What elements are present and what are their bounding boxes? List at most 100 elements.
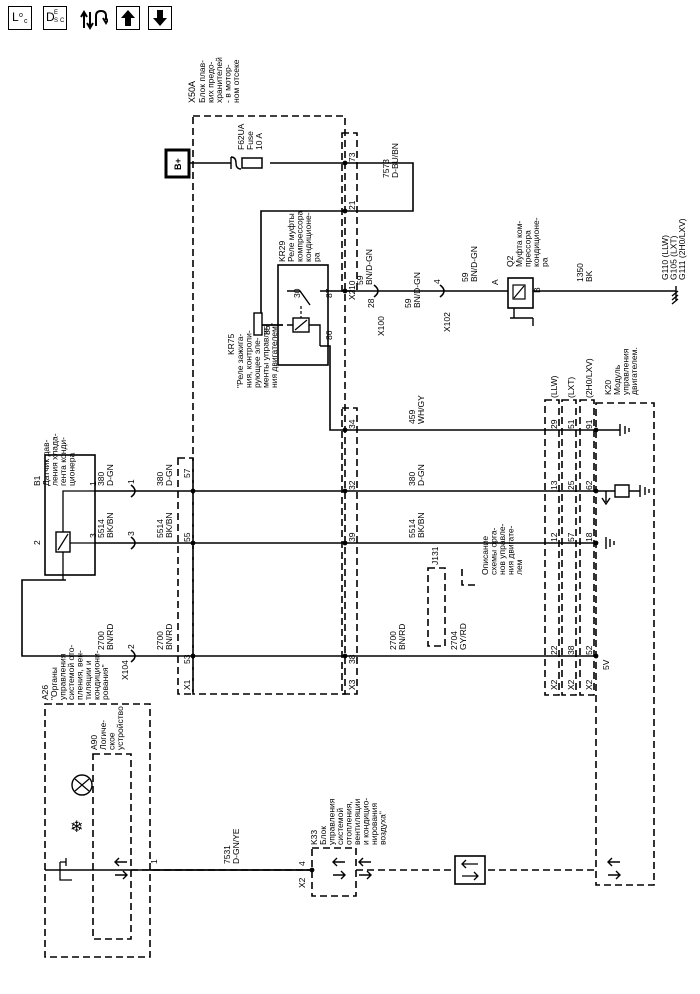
kr29-pin-87: 87 [324, 288, 334, 298]
k20-pin-13: 13 [549, 480, 559, 490]
kr29-pin-30: 30 [292, 288, 302, 298]
q2-pin-a: A [490, 279, 500, 285]
label-line: ра [540, 257, 550, 267]
wire-2700a-circuit: 2700 [96, 631, 106, 650]
location-button[interactable]: L o c [8, 6, 32, 30]
up-button[interactable] [116, 6, 140, 30]
label-line: ких предо- [206, 61, 216, 103]
label-line: тиляции и [83, 660, 93, 700]
wire-380b-color: D-GN [164, 464, 174, 486]
b1-sensor-box [44, 454, 96, 576]
signal-flow-button[interactable] [80, 6, 110, 30]
desc-letter: D [46, 10, 55, 24]
k20-pin-38: 38 [566, 645, 576, 655]
a26-snowflake-icon: ❄ [70, 819, 83, 836]
j131-box [427, 567, 446, 647]
q2-pin-b: B [532, 287, 542, 293]
desc-sub-e: E [54, 10, 59, 16]
b1-id: B1 [32, 475, 42, 486]
kr75-desc: "Реле зажига-ния, контроли-рующее эле-ме… [235, 323, 279, 388]
fuse-rating: 10 A [254, 133, 264, 150]
label-line: ном отсеке [231, 59, 241, 103]
kr29-id: KR29 [277, 240, 287, 262]
battery-label: B+ [173, 158, 183, 170]
wire-380a-circuit: 380 [96, 472, 106, 486]
k20-pin-91: 91 [584, 419, 594, 429]
wire-59c-color: BN/D-GN [469, 246, 479, 282]
wire-380c-color: D-GN [416, 464, 426, 486]
label-line: и кондицио- [361, 798, 371, 845]
label-line: управления [58, 653, 68, 700]
pin-10: 10 [347, 280, 357, 290]
label-line: управления [327, 798, 337, 845]
kr29-desc: Реле муфтыкомпрессоракондиционе-ра [286, 211, 322, 262]
ground-g110-icon [671, 286, 679, 305]
label-line: Датчик дав- [41, 439, 51, 486]
x50a-id: X50A [187, 81, 197, 103]
label-line: кондиционе- [303, 212, 313, 262]
label-line: Блок плав- [197, 60, 207, 103]
serial-data-icon [461, 859, 479, 881]
k20-pin-18: 18 [584, 532, 594, 542]
label-line: управления [621, 348, 631, 395]
relay-kr29-box [277, 264, 329, 366]
wire-5514b-color: BK/BN [164, 512, 174, 538]
label-line: ское [107, 732, 117, 750]
label-line: Описание [480, 536, 490, 575]
wire-459-color: WH/GY [416, 395, 426, 424]
x1-pin-57: 57 [182, 468, 192, 478]
x102-label: X102 [442, 312, 452, 332]
wire-1350-color: BK [584, 270, 594, 282]
wire-5514c-color: BK/BN [416, 512, 426, 538]
description-button[interactable]: D E S C [43, 6, 67, 30]
battery-bplus-box [164, 148, 191, 179]
x102-connector [439, 284, 445, 298]
wire-5514a-color: BK/BN [105, 512, 115, 538]
wire-5514a-circuit: 5514 [96, 519, 106, 538]
wire-7531-color: D-GN/YE [231, 828, 241, 864]
k33-signal-icon [332, 857, 346, 880]
wire-2700c-circuit: 2700 [388, 631, 398, 650]
pin-32: 32 [347, 480, 357, 490]
label-line: кондициони- [92, 650, 102, 700]
label-line: кондиционе- [531, 217, 541, 267]
relay-contact [287, 290, 311, 306]
label-line: ния, контроли- [244, 330, 254, 388]
x1-pin-53: 53 [182, 654, 192, 664]
label-line: ния двигателем" [269, 323, 279, 388]
b1-internal-wires [62, 490, 95, 580]
label-line: Муфта ком- [514, 221, 524, 267]
k20-pin-52: 52 [584, 645, 594, 655]
label-line: Модуль [612, 364, 622, 395]
a26-switch-icon [59, 858, 72, 881]
b1-pin-1: 1 [88, 481, 98, 486]
k20-5v-label: 5V [601, 659, 611, 670]
pin-73: 73 [347, 152, 357, 162]
a26-id: A26 [40, 685, 50, 700]
variant-llw: (LLW) [549, 375, 559, 398]
label-line: гента конди- [58, 437, 68, 486]
wire-7573-color: D-BU/BN [390, 143, 400, 178]
b1-element-diag [57, 533, 69, 551]
variant-2h0: (2H0/LXV) [584, 358, 594, 398]
k20-ground-icon-459 [619, 424, 630, 436]
wire-2700 [21, 579, 596, 657]
x100-pin-28: 28 [366, 298, 376, 308]
label-line: менты управле- [261, 325, 271, 388]
wire-7531-circuit: 7531 [222, 845, 232, 864]
wire-59b-color: BN/D-GN [412, 272, 422, 308]
label-line: нов управле- [497, 523, 507, 575]
kr75-symbol [253, 312, 263, 336]
x50a-desc: Блок плав-ких предо-хранителей- в мотор-… [197, 57, 241, 103]
label-line: Блок [318, 826, 328, 845]
toolbar: L o c D E S C [0, 0, 700, 40]
wire-2700a-color: BN/RD [105, 624, 115, 650]
down-button[interactable] [148, 6, 172, 30]
x100-connector [373, 284, 379, 298]
k20-pin-57: 57 [566, 532, 576, 542]
a26-desc: "Органыуправлениясистемой ото-пления, ве… [49, 644, 110, 700]
wire-2704-circuit: 2704 [449, 631, 459, 650]
x1-label: X1 [182, 679, 192, 690]
k20-desc: Модульуправлениядвигателем. [612, 347, 639, 395]
label-line: устройство [115, 706, 125, 750]
